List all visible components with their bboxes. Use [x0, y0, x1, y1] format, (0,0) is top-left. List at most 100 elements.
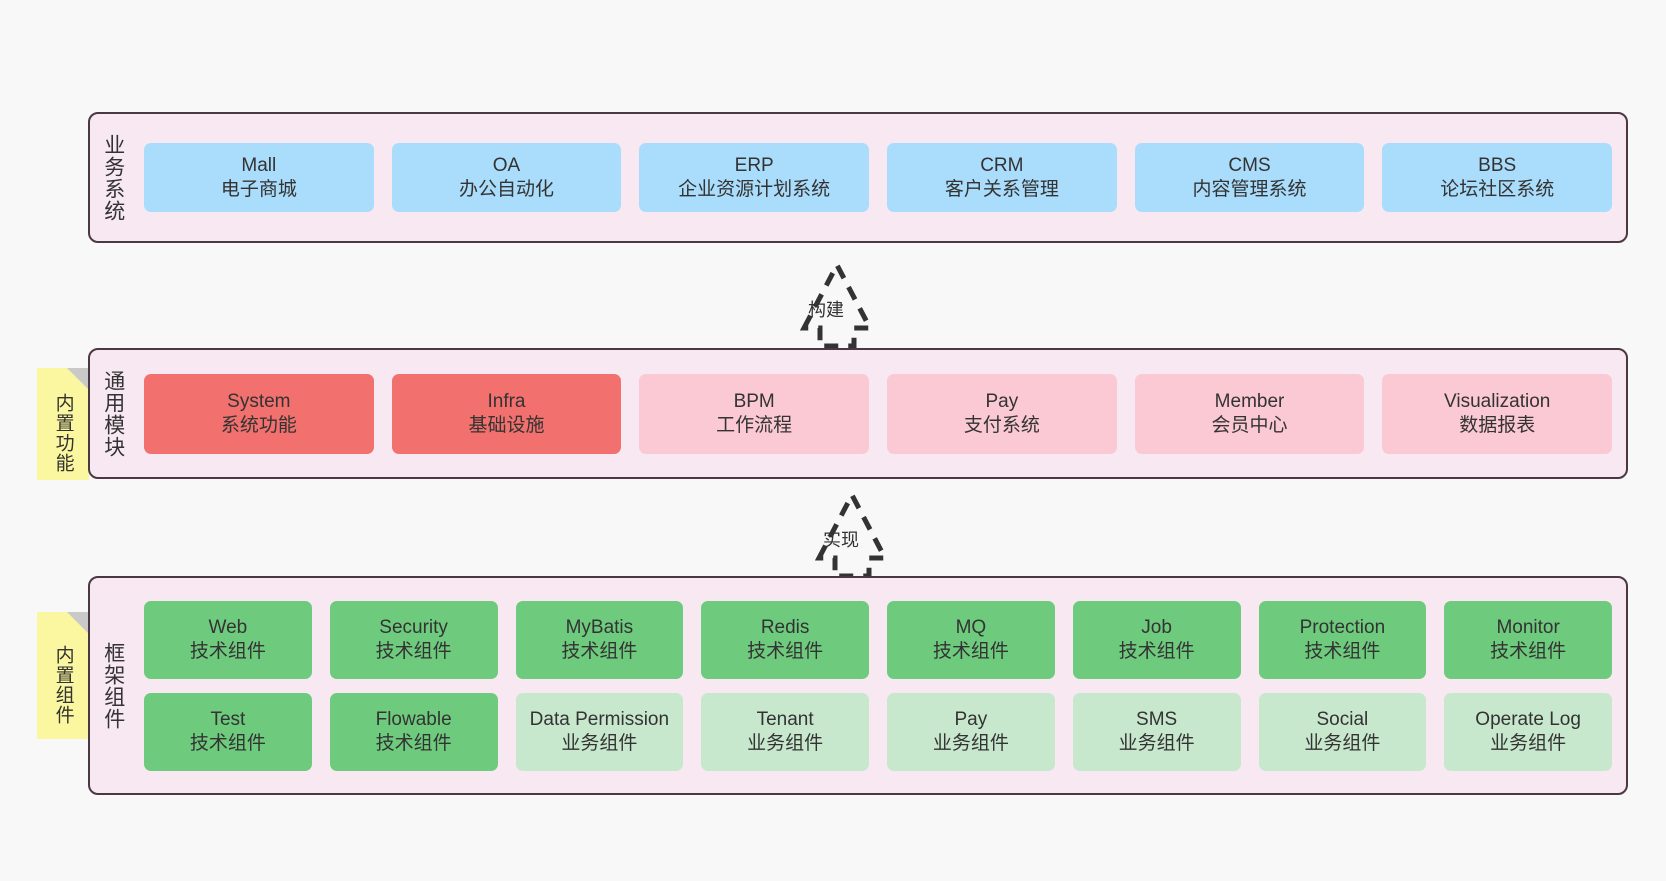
card-title: Data Permission — [529, 708, 670, 730]
card-row: Test 技术组件 Flowable 技术组件 Data Permission … — [144, 692, 1612, 771]
layer-title-business: 业务系统 — [101, 133, 125, 222]
card-row: Web 技术组件 Security 技术组件 MyBatis 技术组件 Redi… — [144, 600, 1612, 679]
card-title: Tenant — [756, 708, 814, 730]
card-subtitle: 技术组件 — [189, 732, 266, 754]
card-title: OA — [492, 154, 521, 176]
card-flowable[interactable]: Flowable 技术组件 — [329, 692, 498, 771]
card-member[interactable]: Member 会员中心 — [1134, 373, 1365, 454]
card-bbs[interactable]: BBS 论坛社区系统 — [1382, 143, 1613, 212]
card-title: MQ — [955, 616, 987, 638]
card-title: BBS — [1478, 154, 1517, 176]
card-subtitle: 技术组件 — [1304, 640, 1381, 662]
card-title: SMS — [1136, 708, 1178, 730]
card-test[interactable]: Test 技术组件 — [144, 692, 312, 771]
card-subtitle: 客户关系管理 — [944, 178, 1059, 200]
card-subtitle: 基础设施 — [468, 414, 545, 436]
card-subtitle: 数据报表 — [1459, 414, 1536, 436]
card-monitor[interactable]: Monitor 技术组件 — [1444, 600, 1612, 679]
layer-title-framework: 框架组件 — [101, 641, 125, 730]
card-subtitle: 支付系统 — [963, 414, 1040, 436]
layer-body-business: Mall 电子商城 OA 办公自动化 ERP 企业资源计划系统 CRM 客户关系… — [136, 114, 1626, 241]
card-visualization[interactable]: Visualization 数据报表 — [1382, 373, 1613, 454]
card-bpm[interactable]: BPM 工作流程 — [639, 373, 870, 454]
layer-framework-components: 框架组件 Web 技术组件 Security 技术组件 MyBatis 技术组件… — [88, 576, 1628, 795]
card-title: Flowable — [375, 708, 452, 730]
card-subtitle: 电子商城 — [220, 178, 297, 200]
card-subtitle: 技术组件 — [375, 732, 452, 754]
card-web[interactable]: Web 技术组件 — [144, 600, 312, 679]
sticky-note-builtin-components: 内置组件 — [37, 612, 89, 739]
card-subtitle: 技术组件 — [1490, 640, 1567, 662]
arrow-implement: 实现 — [757, 484, 947, 580]
card-subtitle: 业务组件 — [1118, 732, 1195, 754]
card-subtitle: 业务组件 — [1490, 732, 1567, 754]
card-operate-log[interactable]: Operate Log 业务组件 — [1444, 692, 1612, 771]
layer-body-modules: System 系统功能 Infra 基础设施 BPM 工作流程 Pay 支付系统… — [136, 350, 1626, 477]
card-mall[interactable]: Mall 电子商城 — [144, 143, 374, 212]
card-subtitle: 技术组件 — [1118, 640, 1195, 662]
sticky-note-label: 内置组件 — [52, 644, 74, 725]
card-subtitle: 技术组件 — [189, 640, 266, 662]
card-pay[interactable]: Pay 支付系统 — [887, 373, 1117, 454]
card-pay-business[interactable]: Pay 业务组件 — [887, 692, 1055, 771]
card-title: Pay — [985, 390, 1019, 412]
card-security[interactable]: Security 技术组件 — [329, 600, 498, 679]
card-title: CRM — [980, 154, 1024, 176]
arrow-build-label: 构建 — [808, 300, 844, 320]
card-title: Test — [210, 708, 246, 730]
card-subtitle: 业务组件 — [932, 732, 1009, 754]
card-title: System — [227, 390, 291, 412]
card-redis[interactable]: Redis 技术组件 — [701, 600, 869, 679]
card-title: Infra — [487, 390, 526, 412]
card-title: Pay — [954, 708, 988, 730]
card-title: Visualization — [1444, 390, 1551, 412]
card-crm[interactable]: CRM 客户关系管理 — [887, 143, 1117, 212]
card-subtitle: 业务组件 — [561, 732, 638, 754]
card-tenant[interactable]: Tenant 业务组件 — [701, 692, 869, 771]
card-subtitle: 业务组件 — [1304, 732, 1381, 754]
card-title: Protection — [1299, 616, 1386, 638]
card-protection[interactable]: Protection 技术组件 — [1258, 600, 1427, 679]
card-data-permission[interactable]: Data Permission 业务组件 — [515, 692, 684, 771]
card-title: MyBatis — [565, 616, 634, 638]
card-title: Mall — [241, 154, 277, 176]
card-subtitle: 内容管理系统 — [1192, 178, 1307, 200]
card-mq[interactable]: MQ 技术组件 — [887, 600, 1055, 679]
card-infra[interactable]: Infra 基础设施 — [391, 373, 622, 454]
card-title: Social — [1316, 708, 1369, 730]
card-subtitle: 技术组件 — [375, 640, 452, 662]
card-mybatis[interactable]: MyBatis 技术组件 — [515, 600, 684, 679]
card-title: Job — [1141, 616, 1172, 638]
layer-common-modules: 通用模块 System 系统功能 Infra 基础设施 BPM 工作流程 Pay… — [88, 348, 1628, 479]
sticky-note-builtin-features: 内置功能 — [37, 368, 89, 480]
card-title: Security — [379, 616, 448, 638]
card-system[interactable]: System 系统功能 — [144, 373, 374, 454]
layer-body-framework: Web 技术组件 Security 技术组件 MyBatis 技术组件 Redi… — [136, 578, 1626, 793]
card-subtitle: 会员中心 — [1211, 414, 1288, 436]
card-sms[interactable]: SMS 业务组件 — [1072, 692, 1241, 771]
card-cms[interactable]: CMS 内容管理系统 — [1134, 143, 1365, 212]
card-subtitle: 论坛社区系统 — [1440, 178, 1555, 200]
card-subtitle: 办公自动化 — [459, 178, 555, 200]
card-subtitle: 技术组件 — [561, 640, 638, 662]
arrow-up-outline-icon — [799, 259, 875, 349]
card-title: BPM — [733, 390, 775, 412]
layer-title-modules: 通用模块 — [101, 369, 125, 458]
card-oa[interactable]: OA 办公自动化 — [391, 143, 622, 212]
card-title: Operate Log — [1475, 708, 1581, 730]
arrow-up-outline-icon — [814, 489, 890, 579]
card-row: Mall 电子商城 OA 办公自动化 ERP 企业资源计划系统 CRM 客户关系… — [144, 143, 1613, 212]
card-subtitle: 技术组件 — [932, 640, 1009, 662]
card-subtitle: 系统功能 — [220, 414, 297, 436]
card-subtitle: 技术组件 — [747, 640, 824, 662]
card-title: Web — [208, 616, 248, 638]
card-row: System 系统功能 Infra 基础设施 BPM 工作流程 Pay 支付系统… — [144, 373, 1613, 454]
card-social[interactable]: Social 业务组件 — [1258, 692, 1427, 771]
card-title: Member — [1214, 390, 1285, 412]
layer-business-systems: 业务系统 Mall 电子商城 OA 办公自动化 ERP 企业资源计划系统 CRM… — [88, 112, 1628, 243]
card-title: ERP — [734, 154, 774, 176]
card-erp[interactable]: ERP 企业资源计划系统 — [639, 143, 870, 212]
card-title: Monitor — [1496, 616, 1560, 638]
card-job[interactable]: Job 技术组件 — [1072, 600, 1241, 679]
